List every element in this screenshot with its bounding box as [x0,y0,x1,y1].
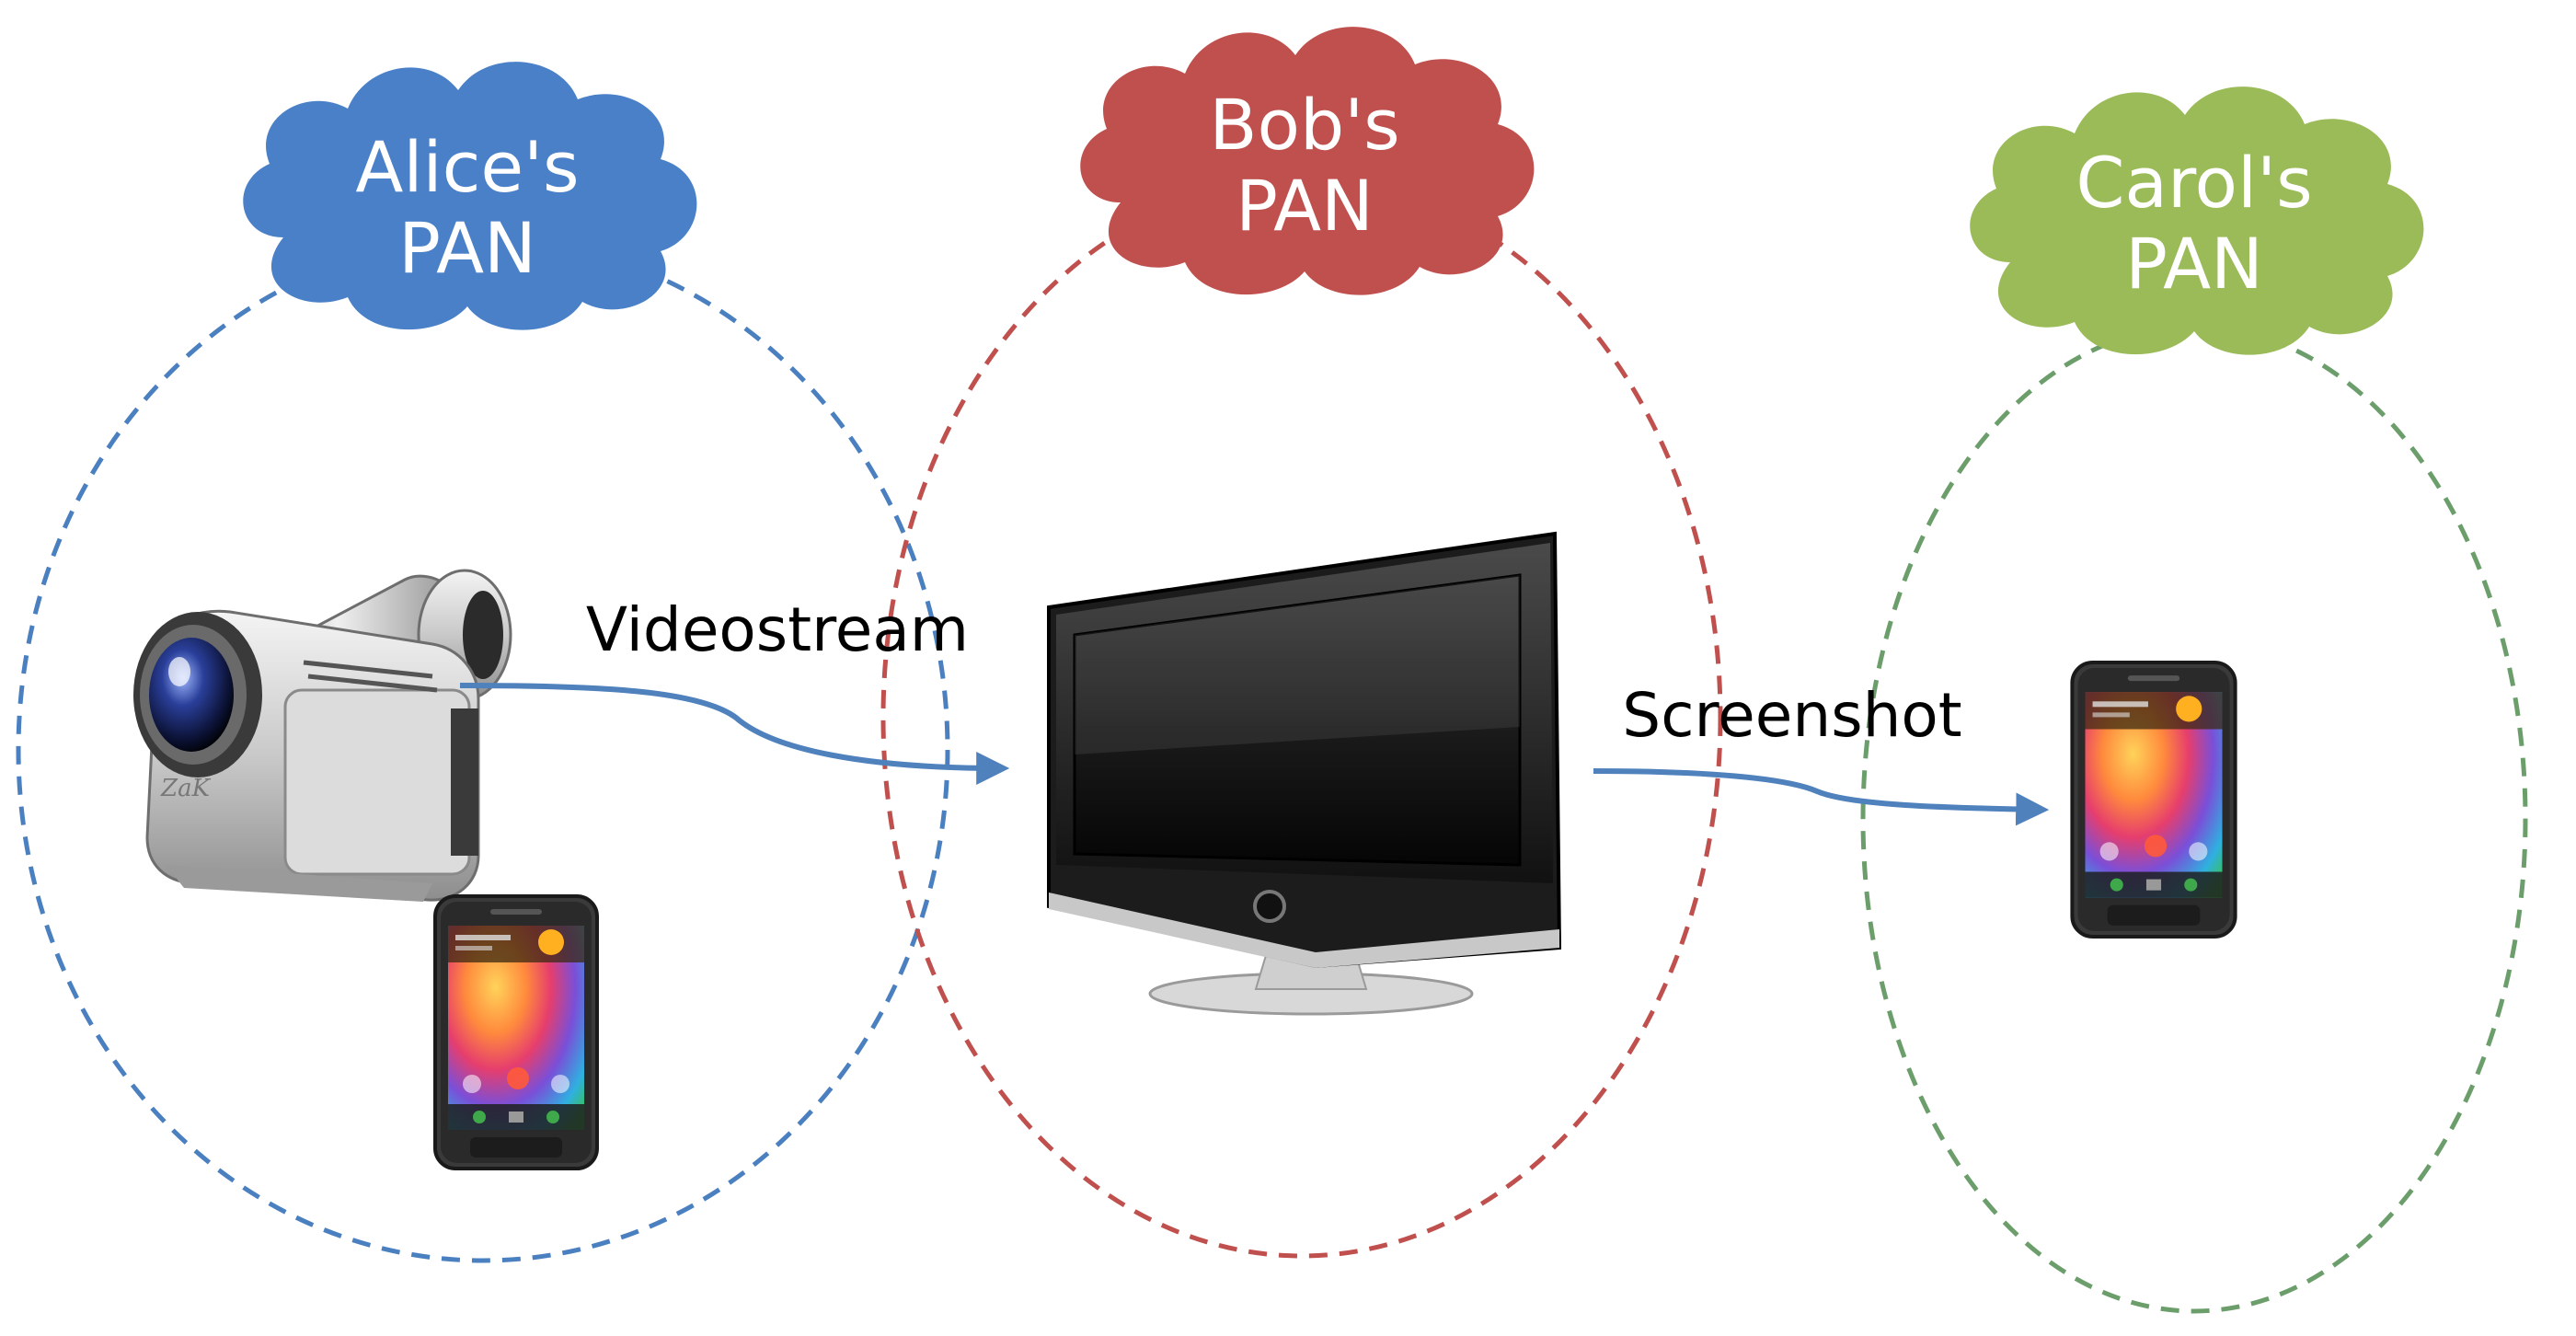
videostream-label: Videostream [586,594,969,665]
videostream-arrow [459,683,1010,785]
alice-pan-label-1: Alice's [355,126,579,208]
svg-text:ZaK: ZaK [160,775,212,802]
carol-pan-cloud: Carol's PAN [1970,86,2424,355]
bob-pan-cloud: Bob's PAN [1080,27,1535,295]
carol-pan-label-2: PAN [2125,223,2263,305]
screenshot-arrow [1593,768,2050,826]
carol-pan-label-1: Carol's [2076,142,2312,224]
bob-pan-label-1: Bob's [1209,84,1399,166]
alice-pan-cloud: Alice's PAN [243,62,697,330]
alice-smartphone-icon [435,896,597,1169]
television-icon [1047,531,1562,1016]
video-camera-icon: ZaK [133,569,512,902]
bob-pan-label-2: PAN [1236,165,1374,247]
screenshot-label: Screenshot [1622,680,1961,751]
alice-pan-label-2: PAN [398,207,536,289]
alice-pan-ring [16,236,950,1263]
carol-smartphone-icon [2072,662,2235,937]
